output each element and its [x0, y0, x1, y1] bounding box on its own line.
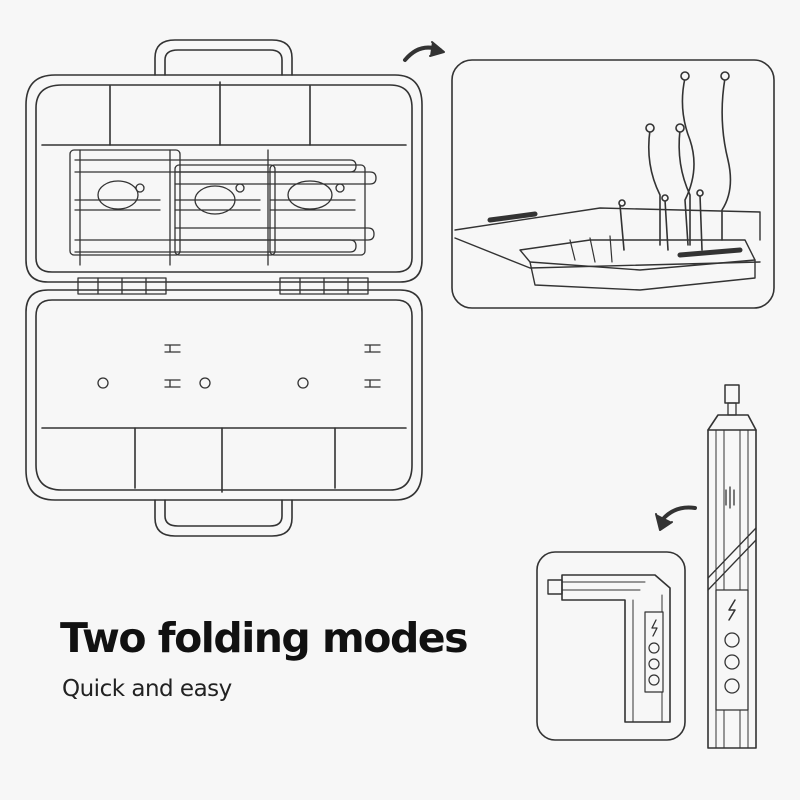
bolt-icon [651, 619, 658, 637]
case-handle-icon [154, 39, 293, 76]
case-handle-icon [154, 499, 293, 537]
curved-arrow-icon [660, 505, 697, 522]
screwdriver-straight-illustration [707, 384, 757, 749]
case-illustration [25, 39, 423, 537]
screwdriver-folded-illustration [536, 551, 686, 741]
headline: Two folding modes [60, 614, 469, 662]
bolt-icon [728, 599, 736, 621]
subline: Quick and easy [62, 676, 232, 702]
stand-view-panel [451, 59, 775, 309]
